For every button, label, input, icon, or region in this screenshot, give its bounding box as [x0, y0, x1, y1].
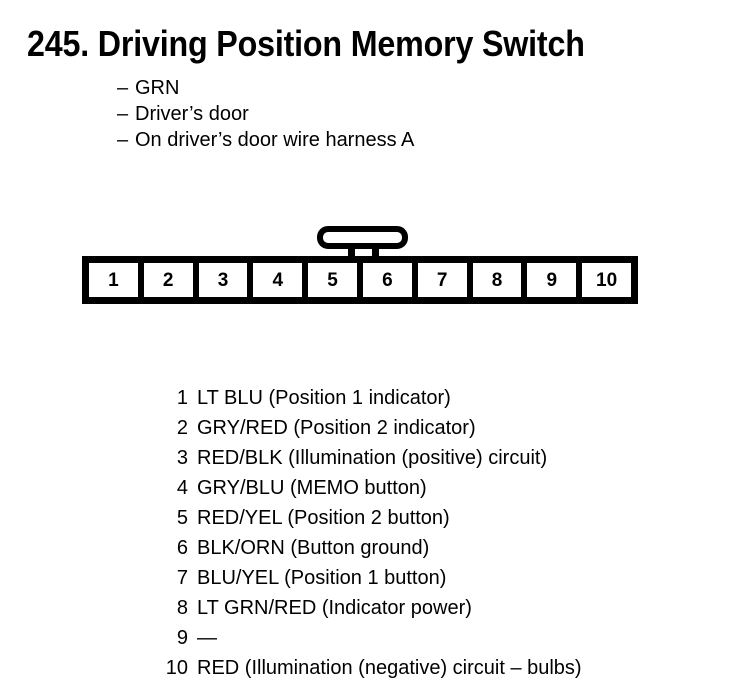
- pin-legend-row: 10 RED (Illumination (negative) circuit …: [155, 653, 582, 683]
- pin-legend-row: 7 BLU/YEL (Position 1 button): [155, 563, 582, 593]
- pin-legend-number: 4: [176, 477, 188, 499]
- pin-legend-number: 3: [176, 447, 188, 469]
- pin-legend-description: BLU/YEL (Position 1 button): [197, 567, 447, 589]
- connector-diagram: 1 2 3 4 5 6 7 8 9 10: [82, 226, 638, 304]
- connector-latch-stem-left-icon: [348, 243, 355, 260]
- connector-pin-strip: 1 2 3 4 5 6 7 8 9 10: [82, 256, 638, 304]
- connector-pin-3: 3: [198, 263, 248, 297]
- pin-legend-description: LT BLU (Position 1 indicator): [197, 387, 451, 409]
- pin-legend-number: 9: [176, 627, 188, 649]
- list-item: – Driver’s door: [117, 101, 414, 127]
- dash-bullet-icon: –: [117, 129, 129, 151]
- pin-legend-description: GRY/RED (Position 2 indicator): [197, 417, 476, 439]
- note-text: Driver’s door: [135, 103, 249, 125]
- dash-bullet-icon: –: [117, 103, 129, 125]
- notes-list: – GRN – Driver’s door – On driver’s door…: [117, 75, 414, 153]
- list-item: – On driver’s door wire harness A: [117, 127, 414, 153]
- pin-legend-number: 10: [165, 657, 188, 679]
- note-text: GRN: [135, 77, 180, 99]
- connector-pin-2: 2: [143, 263, 193, 297]
- pin-legend-row: 9 —: [155, 623, 582, 653]
- pin-legend-description: BLK/ORN (Button ground): [197, 537, 430, 559]
- pin-legend-description: —: [197, 627, 217, 649]
- pin-legend-description: RED/YEL (Position 2 button): [197, 507, 450, 529]
- connector-pin-8: 8: [472, 263, 522, 297]
- pin-legend-description: RED (Illumination (negative) circuit – b…: [197, 657, 582, 679]
- list-item: – GRN: [117, 75, 414, 101]
- pin-legend-row: 5 RED/YEL (Position 2 button): [155, 503, 582, 533]
- note-text: On driver’s door wire harness A: [135, 129, 415, 151]
- pin-legend-row: 4 GRY/BLU (MEMO button): [155, 473, 582, 503]
- pin-legend-number: 8: [176, 597, 188, 619]
- pin-legend-number: 7: [176, 567, 188, 589]
- pin-legend-number: 6: [176, 537, 188, 559]
- pin-legend-description: LT GRN/RED (Indicator power): [197, 597, 472, 619]
- pin-legend-row: 8 LT GRN/RED (Indicator power): [155, 593, 582, 623]
- pin-legend-number: 1: [176, 387, 188, 409]
- connector-pin-6: 6: [362, 263, 412, 297]
- pin-legend-number: 5: [176, 507, 188, 529]
- page-title: 245. Driving Position Memory Switch: [27, 23, 585, 64]
- connector-pin-10: 10: [582, 263, 631, 297]
- pin-legend-row: 6 BLK/ORN (Button ground): [155, 533, 582, 563]
- pin-legend-row: 3 RED/BLK (Illumination (positive) circu…: [155, 443, 582, 473]
- dash-bullet-icon: –: [117, 77, 129, 99]
- pin-legend-description: GRY/BLU (MEMO button): [197, 477, 427, 499]
- connector-pin-7: 7: [417, 263, 467, 297]
- pin-legend-row: 2 GRY/RED (Position 2 indicator): [155, 413, 582, 443]
- pin-legend-row: 1 LT BLU (Position 1 indicator): [155, 383, 582, 413]
- connector-pin-9: 9: [527, 263, 577, 297]
- connector-pin-5: 5: [308, 263, 357, 297]
- connector-pin-1: 1: [89, 263, 138, 297]
- pin-legend-description: RED/BLK (Illumination (positive) circuit…: [197, 447, 548, 469]
- connector-latch-stem-right-icon: [372, 243, 379, 260]
- connector-latch-icon: [317, 226, 408, 249]
- pin-legend-list: 1 LT BLU (Position 1 indicator) 2 GRY/RE…: [155, 383, 582, 683]
- connector-pin-4: 4: [253, 263, 303, 297]
- pin-legend-number: 2: [176, 417, 188, 439]
